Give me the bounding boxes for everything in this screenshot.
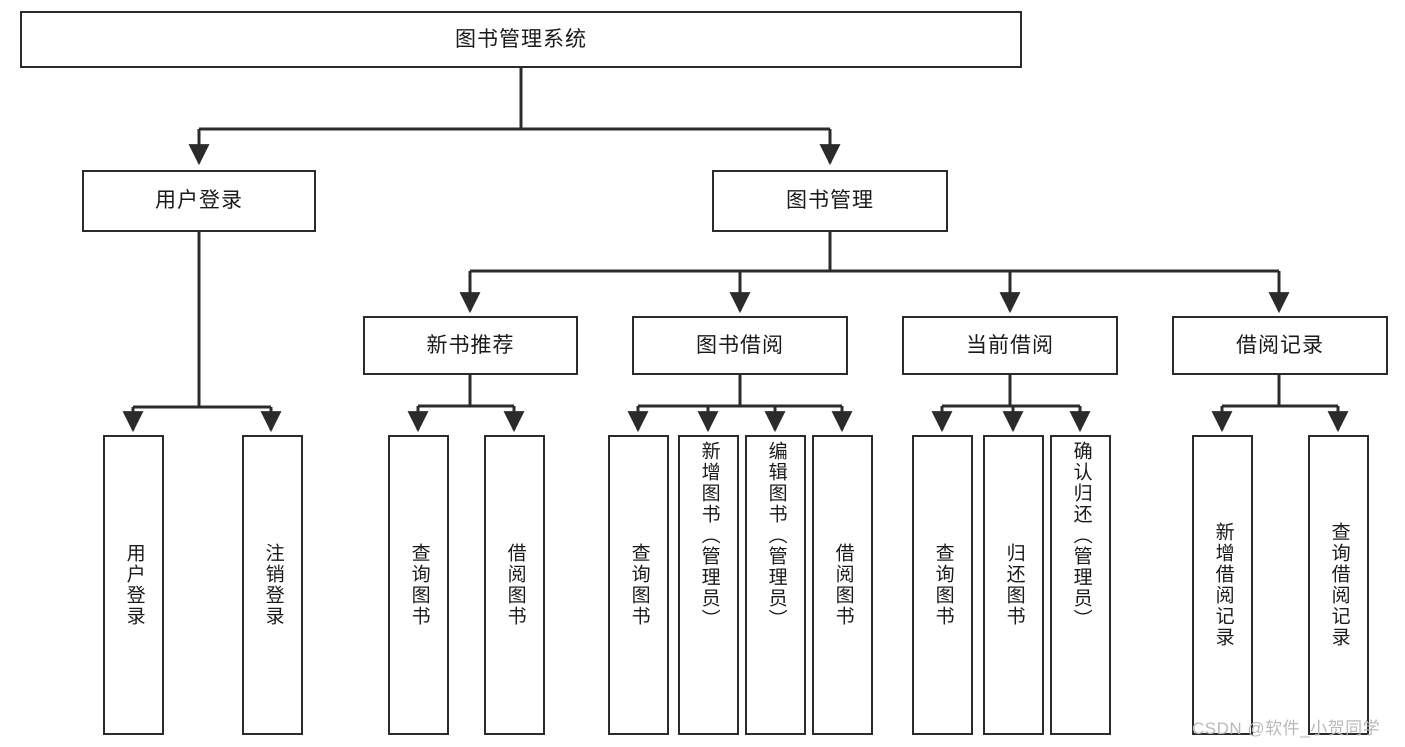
leaf-current-borrow-query[interactable]: 查询图书 (912, 435, 973, 735)
node-label: 确认归还（管理员） (1070, 441, 1092, 630)
node-root-system[interactable]: 图书管理系统 (20, 11, 1022, 68)
leaf-book-borrow-add[interactable]: 新增图书（管理员） (678, 435, 739, 735)
node-new-book-recommend[interactable]: 新书推荐 (363, 316, 578, 375)
node-label: 图书借阅 (696, 333, 784, 357)
node-label: 借阅记录 (1236, 333, 1324, 357)
node-user-login[interactable]: 用户登录 (82, 170, 316, 232)
leaf-book-borrow-edit[interactable]: 编辑图书（管理员） (745, 435, 806, 735)
node-borrow-record[interactable]: 借阅记录 (1172, 316, 1388, 375)
node-label: 用户登录 (155, 189, 243, 213)
node-book-management[interactable]: 图书管理 (712, 170, 948, 232)
node-label: 新增借阅记录 (1212, 522, 1234, 648)
node-label: 新书推荐 (426, 333, 515, 357)
node-current-borrow[interactable]: 当前借阅 (902, 316, 1118, 375)
leaf-book-borrow-borrow[interactable]: 借阅图书 (812, 435, 873, 735)
node-label: 查询图书 (932, 543, 954, 627)
node-label: 查询借阅记录 (1328, 522, 1350, 648)
leaf-new-book-borrow[interactable]: 借阅图书 (484, 435, 545, 735)
node-label: 用户登录 (123, 543, 145, 627)
node-label: 注销登录 (262, 543, 284, 627)
leaf-borrow-record-add[interactable]: 新增借阅记录 (1192, 435, 1253, 735)
node-label: 编辑图书（管理员） (765, 441, 787, 630)
leaf-user-login-login[interactable]: 用户登录 (103, 435, 164, 735)
node-label: 归还图书 (1003, 543, 1025, 627)
node-label: 当前借阅 (966, 333, 1054, 357)
node-label: 查询图书 (628, 543, 650, 627)
node-label: 新增图书（管理员） (698, 441, 720, 630)
leaf-current-borrow-return[interactable]: 归还图书 (983, 435, 1044, 735)
node-label: 查询图书 (408, 543, 430, 627)
node-label: 图书管理 (786, 189, 874, 213)
node-label: 图书管理系统 (455, 27, 587, 51)
leaf-user-login-logout[interactable]: 注销登录 (242, 435, 303, 735)
node-label: 借阅图书 (832, 543, 854, 627)
leaf-new-book-query[interactable]: 查询图书 (388, 435, 449, 735)
leaf-current-borrow-confirm-return[interactable]: 确认归还（管理员） (1050, 435, 1111, 735)
node-label: 借阅图书 (504, 543, 526, 627)
node-book-borrow[interactable]: 图书借阅 (632, 316, 848, 375)
leaf-borrow-record-query[interactable]: 查询借阅记录 (1308, 435, 1369, 735)
leaf-book-borrow-query[interactable]: 查询图书 (608, 435, 669, 735)
